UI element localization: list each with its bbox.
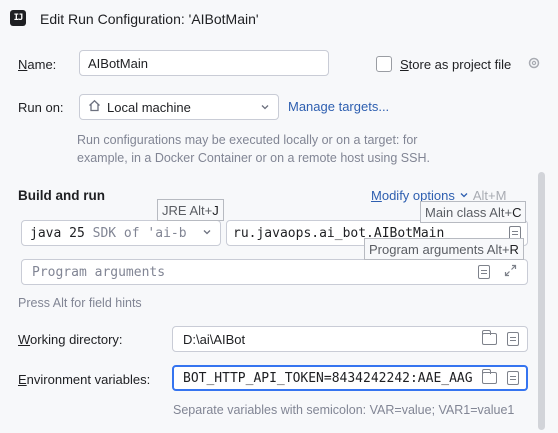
sdk-combo[interactable]: java 25 SDK of 'ai-b <box>21 220 221 246</box>
chevron-down-icon <box>459 188 469 203</box>
environment-variables-label: Environment variables: <box>18 372 151 387</box>
environment-variables-input[interactable]: BOT_HTTP_API_TOKEN=8434242242:AAE_AAG <box>172 365 528 391</box>
run-on-value: Local machine <box>107 99 191 115</box>
modify-options-link[interactable]: Modify options Alt+M <box>371 188 507 203</box>
store-as-project-file-checkbox[interactable] <box>376 56 392 72</box>
main-class-value: ru.javaops.ai_bot.AIBotMain <box>233 225 445 241</box>
manage-targets-link[interactable]: Manage targets... <box>288 99 390 114</box>
document-icon[interactable] <box>507 371 519 385</box>
working-directory-label: Working directory: <box>18 332 123 347</box>
intellij-icon: IJ <box>10 10 26 26</box>
sdk-hint: SDK of 'ai-b <box>92 225 187 241</box>
run-on-hint: Run configurations may be executed local… <box>77 133 430 165</box>
environment-variables-hint: Separate variables with semicolon: VAR=v… <box>173 403 515 417</box>
build-and-run-title: Build and run <box>18 188 105 203</box>
program-arguments-placeholder: Program arguments <box>32 264 166 280</box>
title-bar: IJ Edit Run Configuration: 'AIBotMain' <box>0 0 558 38</box>
main-class-tooltip: Main class Alt+C <box>420 201 527 223</box>
document-icon[interactable] <box>478 265 490 279</box>
document-icon[interactable] <box>507 332 519 346</box>
expand-icon[interactable] <box>504 264 517 281</box>
program-arguments-tooltip: Program arguments Alt+R <box>364 238 524 260</box>
chevron-down-icon <box>260 100 270 115</box>
run-on-label: Run on: <box>18 100 64 115</box>
environment-variables-value: BOT_HTTP_API_TOKEN=8434242242:AAE_AAG <box>183 370 473 386</box>
settings-icon[interactable] <box>527 56 541 73</box>
alt-hint: Press Alt for field hints <box>18 296 142 310</box>
working-directory-input[interactable]: D:\ai\AIBot <box>172 326 528 352</box>
run-on-combo[interactable]: Local machine <box>79 94 279 120</box>
jre-tooltip: JRE Alt+J <box>157 199 224 221</box>
program-arguments-input[interactable]: Program arguments <box>21 259 528 285</box>
name-label: Name: <box>18 57 57 72</box>
window-title: Edit Run Configuration: 'AIBotMain' <box>40 11 259 27</box>
sdk-value: java 25 <box>30 225 85 241</box>
home-icon <box>88 99 101 115</box>
folder-icon[interactable] <box>482 369 497 384</box>
scrollbar[interactable] <box>538 172 545 430</box>
modify-options-shortcut: Alt+M <box>472 188 507 203</box>
working-directory-value: D:\ai\AIBot <box>183 331 246 347</box>
name-value: AIBotMain <box>88 55 148 71</box>
chevron-down-icon <box>202 226 212 241</box>
name-input[interactable]: AIBotMain <box>79 50 329 76</box>
store-as-project-file-label[interactable]: Store as project file <box>400 57 512 72</box>
folder-icon[interactable] <box>482 330 497 345</box>
